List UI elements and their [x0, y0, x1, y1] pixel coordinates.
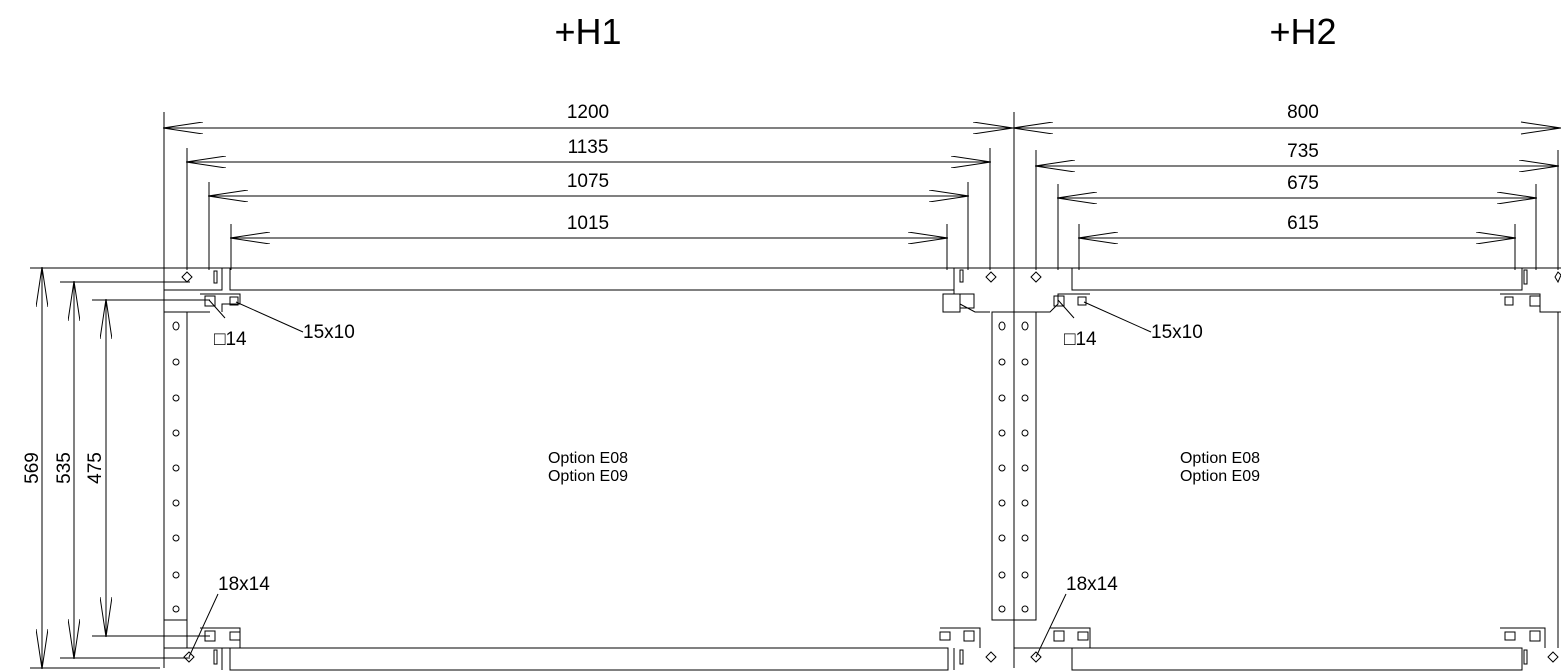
h2-slot-bottom-label: 18x14	[1066, 574, 1118, 595]
h2-width-2: 735	[1287, 141, 1319, 162]
h1-width-1: 1200	[567, 102, 609, 123]
h2-width-3: 675	[1287, 173, 1319, 194]
h1-callouts: □14 15x10 18x14 Option E08 Option E09	[188, 299, 628, 658]
title-h2: +H2	[1269, 11, 1336, 52]
h2-width-4: 615	[1287, 213, 1319, 234]
h1-option-2: Option E09	[548, 468, 628, 485]
h1-slot-bottom-label: 18x14	[218, 574, 270, 595]
h2-frame	[1014, 267, 1561, 671]
h2-callouts: □14 15x10 18x14 Option E08 Option E09	[1035, 299, 1260, 658]
depth-3: 475	[85, 452, 106, 484]
h2-option-2: Option E09	[1180, 468, 1260, 485]
h1-width-3: 1075	[567, 171, 609, 192]
h2-width-1: 800	[1287, 102, 1319, 123]
depth-dimensions: 569 535 475	[22, 268, 222, 668]
h1-width-dimensions: 1200 1135 1075 1015	[164, 102, 1012, 270]
h1-width-2: 1135	[568, 137, 609, 158]
h1-hole-square-label: □14	[214, 329, 247, 350]
h1-width-4: 1015	[567, 213, 609, 234]
title-h1: +H1	[554, 11, 621, 52]
h2-width-dimensions: 800 735 675 615	[1014, 102, 1561, 270]
depth-1: 569	[22, 452, 43, 484]
center-column	[991, 112, 1037, 668]
h1-slot-top-label: 15x10	[303, 322, 355, 343]
h1-option-1: Option E08	[548, 450, 628, 467]
h2-option-1: Option E08	[1180, 450, 1260, 467]
h2-hole-square-label: □14	[1064, 329, 1097, 350]
depth-2: 535	[54, 452, 75, 484]
h2-slot-top-label: 15x10	[1151, 322, 1203, 343]
